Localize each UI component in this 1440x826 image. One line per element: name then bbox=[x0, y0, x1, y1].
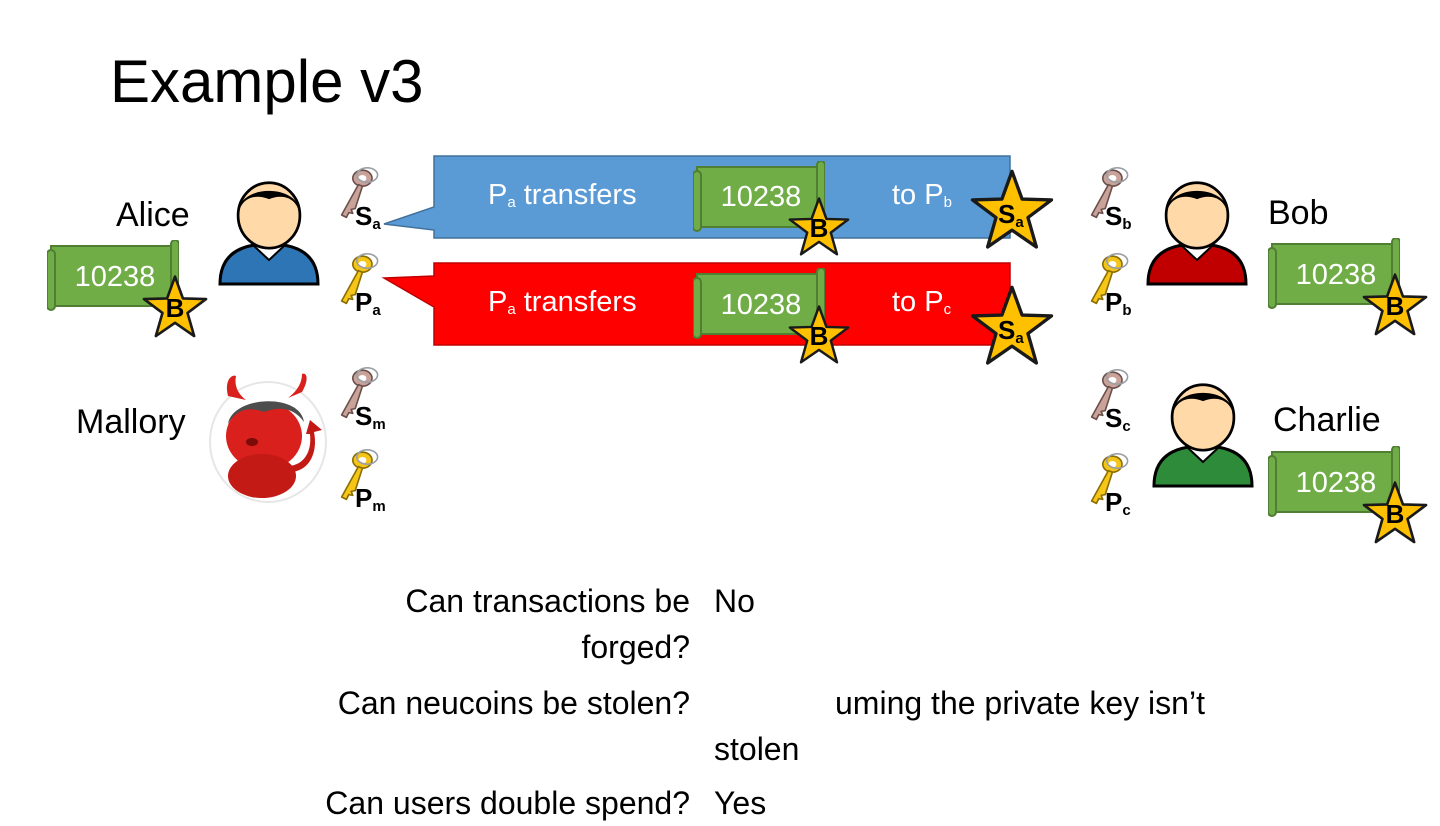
alice-coin-mark: B bbox=[164, 294, 186, 322]
mallory-devil-avatar bbox=[206, 372, 330, 504]
tx1-from: Pa transfers bbox=[488, 178, 637, 220]
tx1-to: to Pb bbox=[892, 178, 952, 220]
mallory-name: Mallory bbox=[76, 402, 186, 442]
bob-name: Bob bbox=[1268, 193, 1329, 233]
alice-secret-key-label: Sa bbox=[355, 202, 381, 239]
answer-stolen: uming the private key isn’t stolen bbox=[714, 680, 1254, 772]
tx1-coin-mark: B bbox=[808, 214, 830, 242]
charlie-name: Charlie bbox=[1273, 400, 1381, 440]
tx2-signature: Sa bbox=[998, 316, 1024, 353]
bob-secret-key-label: Sb bbox=[1105, 202, 1132, 239]
question-stolen: Can neucoins be stolen? bbox=[170, 680, 690, 726]
tx2-from: Pa transfers bbox=[488, 285, 637, 327]
bob-avatar bbox=[1142, 178, 1252, 288]
charlie-avatar bbox=[1148, 380, 1258, 490]
charlie-public-key-label: Pc bbox=[1105, 488, 1131, 525]
charlie-secret-key-label: Sc bbox=[1105, 404, 1131, 441]
answer-forged: No bbox=[714, 578, 1274, 624]
question-double-spend: Can users double spend? bbox=[170, 780, 690, 826]
mallory-public-key-label: Pm bbox=[355, 484, 386, 521]
mallory-secret-key-label: Sm bbox=[355, 402, 386, 439]
alice-name: Alice bbox=[116, 195, 190, 235]
tx1-signature: Sa bbox=[998, 200, 1024, 237]
bob-coin-mark: B bbox=[1384, 292, 1406, 320]
charlie-coin-mark: B bbox=[1384, 500, 1406, 528]
alice-avatar bbox=[214, 178, 324, 288]
alice-public-key-label: Pa bbox=[355, 288, 381, 325]
answer-double-spend: Yes bbox=[714, 780, 1274, 826]
tx2-to: to Pc bbox=[892, 285, 951, 327]
tx2-coin-mark: B bbox=[808, 322, 830, 350]
bob-public-key-label: Pb bbox=[1105, 288, 1132, 325]
question-forged: Can transactions be forged? bbox=[350, 578, 690, 670]
slide-title: Example v3 bbox=[110, 44, 423, 120]
